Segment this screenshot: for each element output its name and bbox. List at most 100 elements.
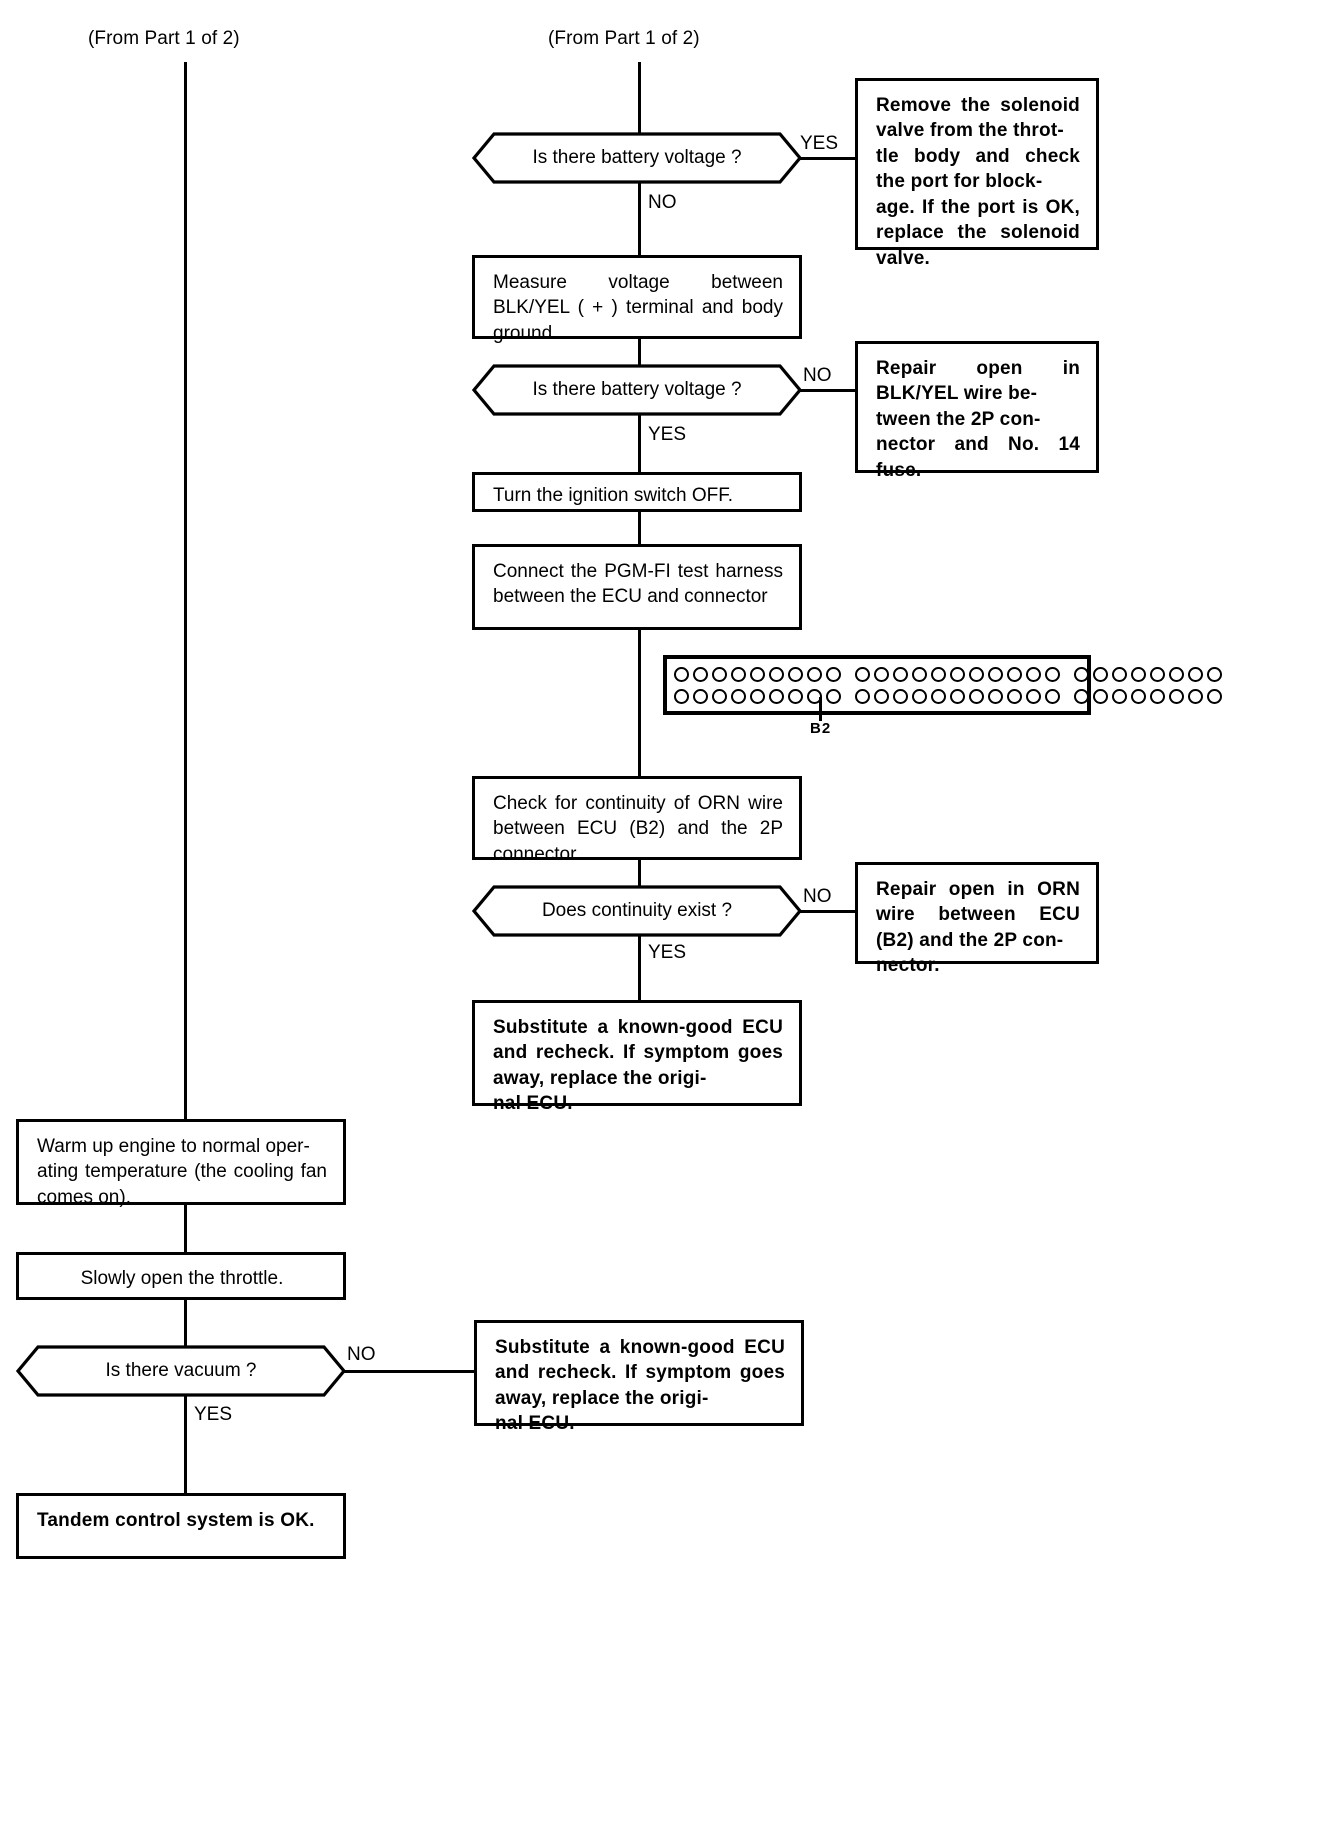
yes-label-1: YES — [800, 133, 839, 154]
connector-pin-group-right — [1067, 659, 1229, 711]
decision-battery-voltage-2-text: Is there battery voltage ? — [532, 379, 742, 400]
connector-pin — [893, 666, 908, 682]
connector-pin — [1150, 688, 1165, 704]
decision-continuity-exist-text: Does continuity exist ? — [541, 900, 733, 921]
no-label-1: NO — [648, 192, 677, 213]
step-measure-voltage: Measure voltage between BLK/YEL ( + ) te… — [472, 255, 802, 344]
connector-pin — [969, 666, 984, 682]
yes-line-below-decision-2 — [638, 414, 641, 474]
connector-pin — [1093, 666, 1108, 682]
result-substitute-ecu-left: Substitute a known-good ECU and recheck.… — [474, 1320, 804, 1434]
step-warm-up-engine: Warm up engine to normal oper- ating tem… — [16, 1119, 346, 1208]
line-harness-to-continuity — [638, 629, 641, 777]
connector-pin — [1112, 688, 1127, 704]
connector-pin — [950, 688, 965, 704]
connector-pin — [1207, 688, 1222, 704]
connector-pin — [1150, 666, 1165, 682]
pin-row — [674, 688, 841, 704]
pin-row — [674, 666, 841, 682]
connector-pin — [750, 688, 765, 704]
no-line-below-decision-1 — [638, 182, 641, 256]
result-remove-solenoid-valve: Remove the solenoid valve from the throt… — [855, 78, 1099, 269]
connector-pin — [826, 666, 841, 682]
connector-pin — [950, 666, 965, 682]
from-part-1-label-right: (From Part 1 of 2) — [548, 28, 700, 49]
line-continuity-to-decision-3 — [638, 859, 641, 887]
connector-pin — [1169, 666, 1184, 682]
connector-pin — [1169, 688, 1184, 704]
decision-battery-voltage-1: Is there battery voltage ? — [472, 132, 802, 184]
connector-pin-group-middle — [848, 659, 1067, 711]
left-spine-line — [184, 62, 187, 1122]
connector-pin — [931, 688, 946, 704]
connector-pin — [807, 688, 822, 704]
connector-pin — [769, 688, 784, 704]
connector-pin — [1112, 666, 1127, 682]
no-label-4: NO — [347, 1344, 376, 1365]
connector-pin — [788, 688, 803, 704]
connector-pin — [1007, 666, 1022, 682]
step-check-continuity-orn: Check for continuity of ORN wire between… — [472, 776, 802, 865]
connector-pin — [693, 666, 708, 682]
right-stem-line — [638, 62, 641, 134]
connector-pin — [1131, 688, 1146, 704]
from-part-1-label-left: (From Part 1 of 2) — [88, 28, 240, 49]
step-warm-up-engine-text: Warm up engine to normal oper- ating tem… — [37, 1136, 327, 1208]
yes-line-below-vacuum — [184, 1395, 187, 1495]
connector-pin — [874, 688, 889, 704]
connector-pin — [874, 666, 889, 682]
connector-pin — [1074, 688, 1089, 704]
result-substitute-ecu-left-text: Substitute a known-good ECU and recheck.… — [495, 1337, 785, 1435]
connector-pin — [1045, 688, 1060, 704]
pin-row — [1074, 666, 1222, 682]
line-throttle-to-vacuum — [184, 1299, 187, 1347]
connector-pin — [912, 688, 927, 704]
yes-line-below-decision-3 — [638, 935, 641, 1001]
step-connect-pgmfi-harness-text: Connect the PGM-FI test harness between … — [493, 561, 783, 608]
no-label-2: NO — [803, 365, 832, 386]
connector-pin-group-left — [667, 659, 848, 711]
result-substitute-ecu-right-text: Substitute a known-good ECU and recheck.… — [493, 1017, 783, 1115]
result-repair-orn-wire: Repair open in ORN wire between ECU (B2)… — [855, 862, 1099, 976]
result-remove-solenoid-valve-text: Remove the solenoid valve from the throt… — [876, 95, 1080, 269]
pin-row — [855, 666, 1060, 682]
connector-pin — [855, 666, 870, 682]
step-ignition-switch-off: Turn the ignition switch OFF. — [472, 472, 802, 512]
connector-pin — [1045, 666, 1060, 682]
connector-pin — [988, 666, 1003, 682]
connector-pin — [1188, 688, 1203, 704]
connector-pin — [712, 666, 727, 682]
no-line-to-repair-blkyel — [800, 389, 857, 392]
result-tandem-control-ok: Tandem control system is OK. — [16, 1493, 346, 1559]
decision-battery-voltage-1-text: Is there battery voltage ? — [532, 147, 742, 168]
connector-pin — [1026, 688, 1041, 704]
step-slowly-open-throttle-text: Slowly open the throttle. — [80, 1268, 284, 1289]
line-warmup-to-throttle — [184, 1204, 187, 1254]
result-repair-blkyel-wire: Repair open in BLK/YEL wire be- tween th… — [855, 341, 1099, 481]
connector-pin — [1207, 666, 1222, 682]
line-ignition-to-harness — [638, 511, 641, 545]
connector-pin — [807, 666, 822, 682]
no-line-to-repair-orn — [800, 910, 857, 913]
connector-pin — [693, 688, 708, 704]
step-check-continuity-orn-text: Check for continuity of ORN wire between… — [493, 793, 783, 865]
connector-pin — [1007, 688, 1022, 704]
connector-pin — [712, 688, 727, 704]
result-repair-orn-wire-text: Repair open in ORN wire between ECU (B2)… — [876, 879, 1080, 977]
connector-pin — [731, 688, 746, 704]
connector-pin — [750, 666, 765, 682]
connector-pin — [1188, 666, 1203, 682]
yes-line-to-solenoid — [800, 157, 857, 160]
connector-pin — [931, 666, 946, 682]
line-measure-to-decision-2 — [638, 338, 641, 366]
yes-label-2: YES — [648, 424, 687, 445]
decision-is-there-vacuum-text: Is there vacuum ? — [105, 1360, 257, 1381]
connector-pin — [674, 666, 689, 682]
yes-label-4: YES — [194, 1404, 233, 1425]
connector-pin — [674, 688, 689, 704]
connector-pin — [826, 688, 841, 704]
step-measure-voltage-text: Measure voltage between BLK/YEL ( + ) te… — [493, 272, 783, 344]
connector-pin — [788, 666, 803, 682]
pin-row — [1074, 688, 1222, 704]
